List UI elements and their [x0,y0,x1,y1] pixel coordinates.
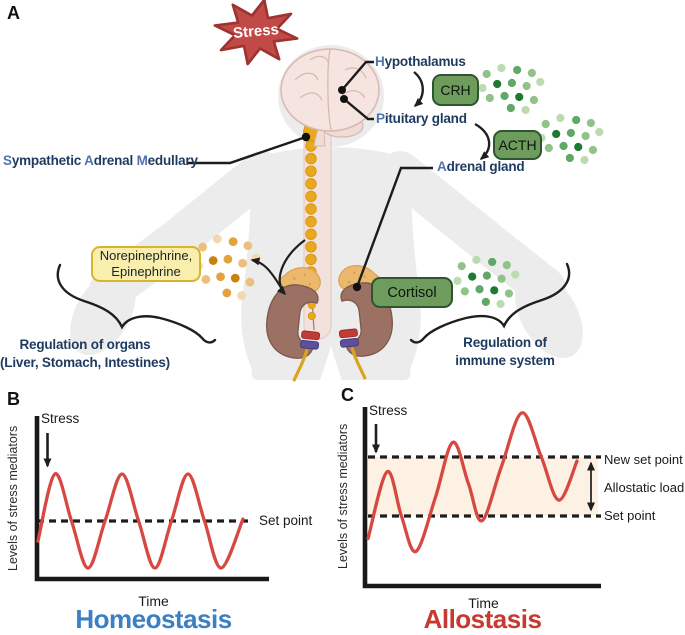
panel-c-allostatic-load-label: Allostatic load [604,480,685,495]
brace-immune [409,262,571,344]
hypothalamus-rest: ypothalamus [384,54,466,69]
hypothalamus-initial: H [375,54,385,69]
acth-dots [537,113,604,165]
adrenal-initial: A [437,159,447,174]
panel-b-x-axis-label: Time [138,593,169,609]
pituitary-initial: P [376,111,385,126]
arrow-adrenal-to-catecholamines [250,257,284,292]
spinal-column-icon [303,121,332,340]
panel-b-stress-annotation: Stress [41,411,80,426]
hypothalamus-label: Hypothalamus [375,54,466,69]
pituitary-rest: ituitary gland [384,111,467,126]
chart-panel-B [34,416,269,582]
chart-panel-C [362,407,601,589]
charts-layer [34,407,601,589]
panel-c-x-axis-label: Time [468,595,499,611]
catecholamines-line2: Epinephrine [111,264,181,279]
crh-dots [478,63,545,115]
panel-c-stress-annotation: Stress [369,403,408,418]
adrenal-label: Adrenal gland [437,159,525,174]
organs-regulation-label: Regulation of organs (Liver, Stomach, In… [0,337,170,370]
stress-mediator-curve [366,411,579,554]
panel-c-label: C [341,385,354,405]
catecholamines-line1: Norepinephrine, [99,248,193,264]
hormone-dots [194,63,604,309]
brain-icon [280,48,380,147]
sam-label: Sympathetic Adrenal Medullary [3,153,198,168]
immune-regulation-label: Regulation of immune system [455,335,555,368]
catecholamines-box: Norepinephrine, Epinephrine [91,246,201,282]
panel-c-set-point-label: Set point [604,508,656,523]
homeostasis-title: Homeostasis [75,604,232,634]
brace-organs [56,263,217,344]
acth-box: ACTH [493,130,542,160]
panel-a-label: A [7,3,20,23]
stress-mediator-curve [36,472,245,570]
pituitary-label: Pituitary gland [376,111,467,126]
panel-b-set-point-label: Set point [259,513,313,528]
kidney-left-icon [266,267,321,382]
panel-b-y-axis-label: Levels of stress mediators [6,425,20,571]
label-connectors [188,60,433,292]
braces [56,262,571,344]
crh-box: CRH [432,74,479,106]
pathway-arrows [250,71,491,296]
arrow-hypothalamus-to-pituitary [413,71,424,108]
stress-burst-icon [213,0,299,66]
adrenal-rest: drenal gland [446,159,525,174]
cortisol-dots [453,255,520,309]
panel-c-y-axis-label: Levels of stress mediators [336,423,350,569]
allostasis-title: Allostasis [423,604,542,634]
arrow-pituitary-to-adrenal [474,122,491,160]
panel-b-label: B [7,389,20,409]
panel-c-new-set-point-label: New set point [604,452,683,467]
cortisol-box: Cortisol [371,277,453,308]
